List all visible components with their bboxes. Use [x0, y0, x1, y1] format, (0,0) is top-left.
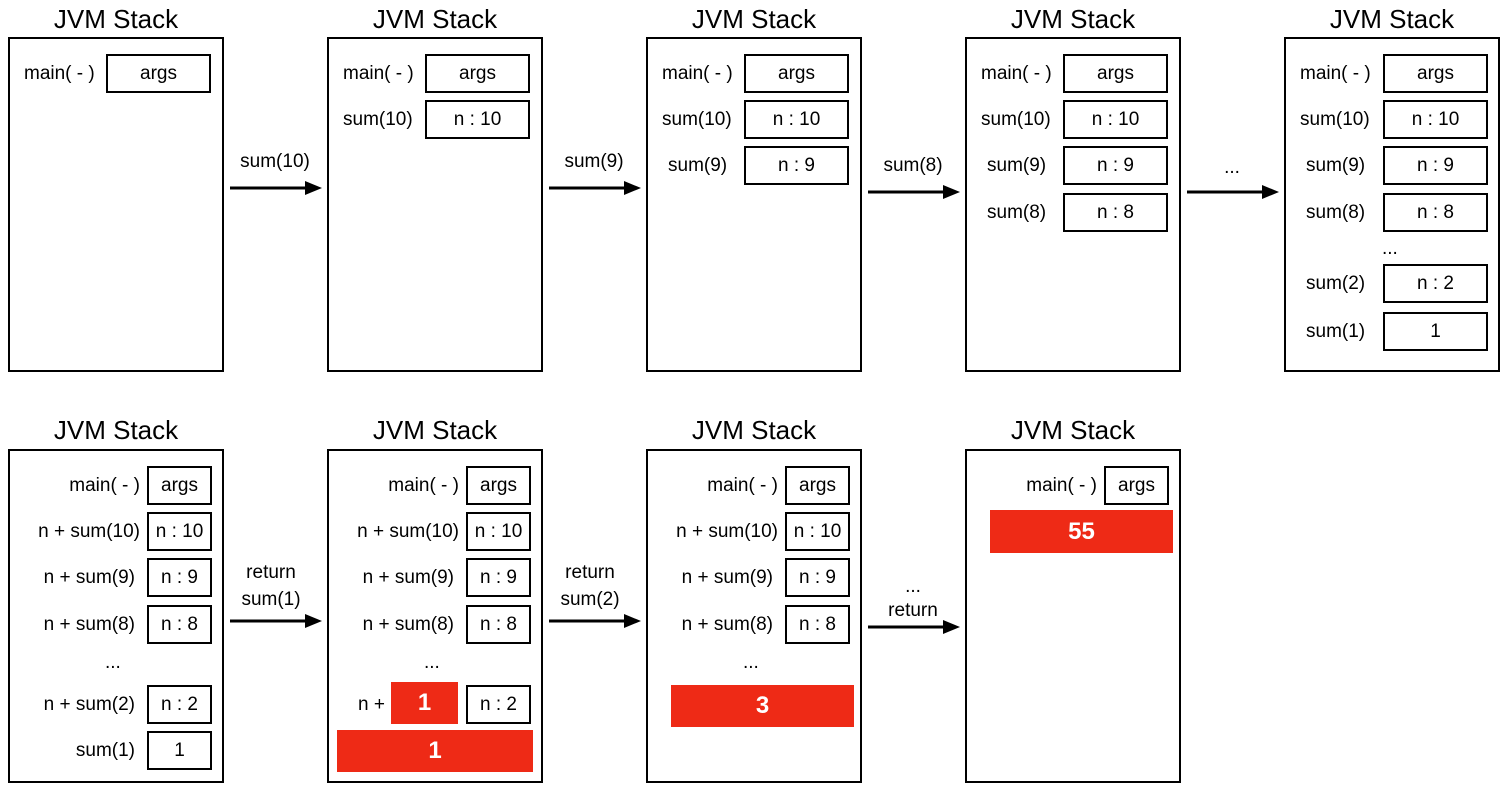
frame-label: n + sum(9)	[681, 567, 773, 588]
frame-value: n : 9	[147, 558, 212, 597]
frame-value: n : 2	[147, 685, 212, 724]
frame-label: sum(9)	[1306, 155, 1366, 176]
frame-value: n : 10	[744, 100, 849, 139]
frame-value: n : 10	[425, 100, 530, 139]
frame-label: n + sum(9)	[43, 567, 135, 588]
main-frame-value: args	[466, 466, 531, 505]
right-arrow-icon	[549, 181, 641, 195]
main-frame-value: args	[1063, 54, 1168, 93]
frame-value: n : 9	[744, 146, 849, 185]
main-frame-label: main( - )	[1026, 475, 1097, 496]
frame-label: n + sum(8)	[362, 614, 454, 635]
main-frame-value: args	[1104, 466, 1169, 505]
main-frame-label: main( - )	[707, 475, 778, 496]
right-arrow-icon	[868, 620, 960, 634]
main-frame-value: args	[425, 54, 530, 93]
stack-title: JVM Stack	[53, 415, 179, 445]
frame-value: n : 10	[466, 512, 531, 551]
stack-title: JVM Stack	[1329, 4, 1455, 34]
right-arrow-icon	[230, 614, 322, 628]
frame-label: n + sum(8)	[681, 614, 773, 635]
main-frame-label: main( - )	[981, 63, 1052, 84]
result-highlight: 55	[990, 510, 1173, 553]
main-frame-label: main( - )	[343, 63, 414, 84]
arrow-label: return	[246, 562, 296, 583]
main-frame-value: args	[785, 466, 850, 505]
frame-value: n : 2	[1383, 264, 1488, 303]
main-frame-label: main( - )	[662, 63, 733, 84]
frame-label: n + sum(8)	[43, 614, 135, 635]
frame-label: sum(9)	[668, 155, 728, 176]
frame-value: n : 10	[1383, 100, 1488, 139]
frame-label: sum(2)	[1306, 273, 1366, 294]
arrow-label: sum(1)	[241, 589, 301, 610]
frame-label: sum(10)	[1300, 109, 1370, 130]
arrow-label: sum(9)	[564, 151, 624, 172]
frame-value: n : 10	[147, 512, 212, 551]
main-frame-value: args	[744, 54, 849, 93]
frame-label: n + sum(10)	[357, 521, 459, 542]
stack-title: JVM Stack	[53, 4, 179, 34]
main-frame-value: args	[106, 54, 211, 93]
frame-value: n : 9	[785, 558, 850, 597]
result-highlight: 1	[337, 730, 533, 772]
arrow-label: return	[565, 562, 615, 583]
ellipsis: ...	[105, 652, 121, 673]
stack-title: JVM Stack	[691, 4, 817, 34]
stack-title: JVM Stack	[691, 415, 817, 445]
frame-value: n : 8	[147, 605, 212, 644]
frame-label: sum(1)	[75, 740, 135, 761]
stack-title: JVM Stack	[1010, 415, 1136, 445]
frame-label: sum(10)	[981, 109, 1051, 130]
main-frame-label: main( - )	[1300, 63, 1371, 84]
arrow-label: sum(10)	[240, 151, 310, 172]
frame-value: n : 10	[785, 512, 850, 551]
frame-label: sum(10)	[343, 109, 413, 130]
main-frame-label: main( - )	[69, 475, 140, 496]
arrow-label: return	[888, 600, 938, 621]
frame-value: n : 9	[1383, 146, 1488, 185]
frame-value: n : 2	[466, 685, 531, 724]
frame-value: n : 8	[466, 605, 531, 644]
stack-title: JVM Stack	[372, 4, 498, 34]
ellipsis: ...	[743, 652, 759, 673]
main-frame-value: args	[147, 466, 212, 505]
main-frame-label: main( - )	[388, 475, 459, 496]
main-frame-label: main( - )	[24, 63, 95, 84]
main-frame-value: args	[1383, 54, 1488, 93]
frame-value: n : 9	[1063, 146, 1168, 185]
frame-label: sum(10)	[662, 109, 732, 130]
arrow-label: ...	[905, 576, 921, 597]
frame-value: n : 9	[466, 558, 531, 597]
returned-value-highlight: 1	[391, 682, 458, 724]
frame-label: n + sum(2)	[43, 694, 135, 715]
frame-value: n : 8	[1383, 193, 1488, 232]
ellipsis: ...	[1382, 238, 1398, 259]
arrow-label: sum(8)	[883, 155, 943, 176]
frame-label: n + sum(10)	[676, 521, 778, 542]
frame-label: sum(8)	[1306, 202, 1366, 223]
ellipsis: ...	[424, 652, 440, 673]
frame-label: n + sum(10)	[38, 521, 140, 542]
stack-title: JVM Stack	[1010, 4, 1136, 34]
frame-value: 1	[1383, 312, 1488, 351]
frame-value: n : 8	[785, 605, 850, 644]
right-arrow-icon	[868, 185, 960, 199]
frame-label: sum(1)	[1306, 321, 1366, 342]
frame-label: n + sum(9)	[362, 567, 454, 588]
stack-title: JVM Stack	[372, 415, 498, 445]
frame-value: 1	[147, 731, 212, 770]
result-highlight: 3	[671, 685, 854, 727]
frame-label: sum(8)	[987, 202, 1047, 223]
right-arrow-icon	[549, 614, 641, 628]
frame-label: sum(9)	[987, 155, 1047, 176]
right-arrow-icon	[1187, 185, 1279, 199]
right-arrow-icon	[230, 181, 322, 195]
frame-value: n : 8	[1063, 193, 1168, 232]
frame-value: n : 10	[1063, 100, 1168, 139]
partial-sum-label: n +	[358, 694, 385, 715]
arrow-label: sum(2)	[560, 589, 620, 610]
arrow-label: ...	[1224, 157, 1240, 178]
